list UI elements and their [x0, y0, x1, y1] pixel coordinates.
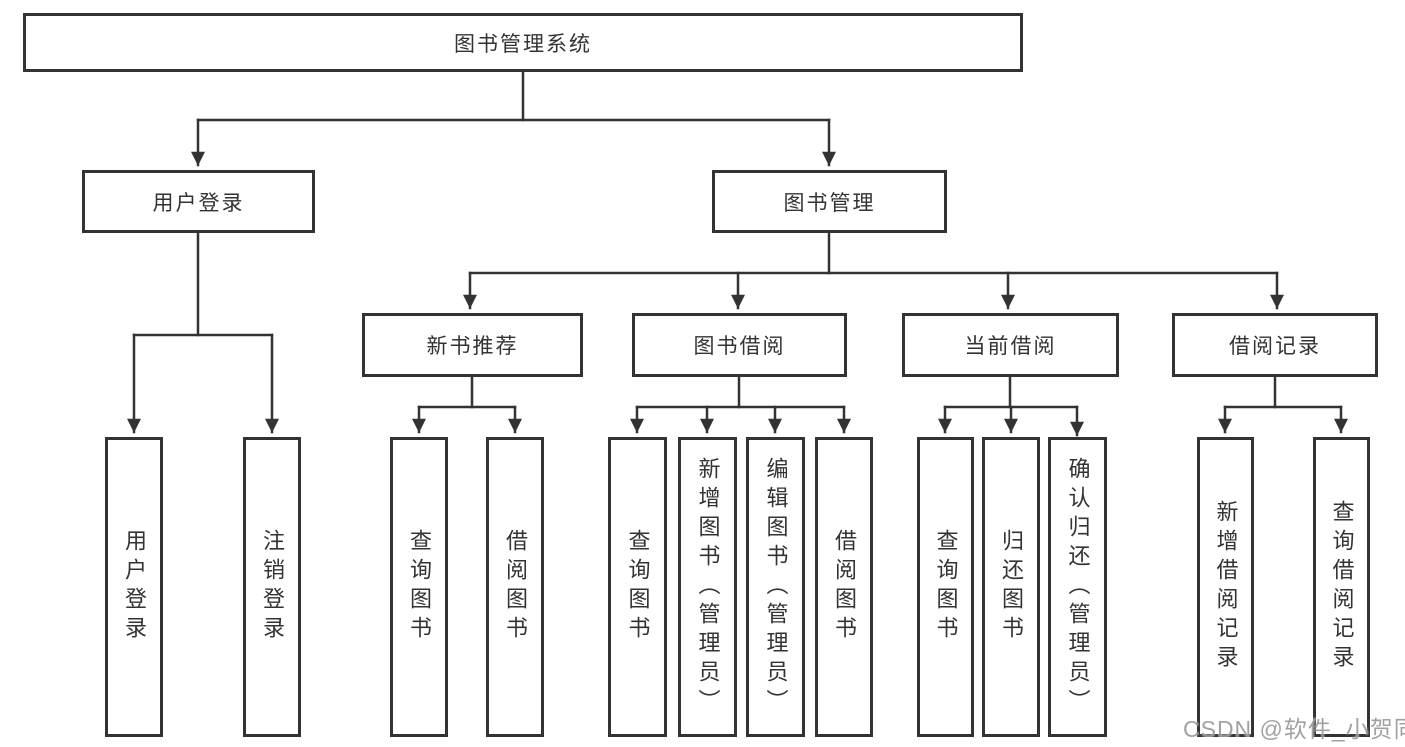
leaf-query-books-borrow: 查询图书	[608, 437, 667, 737]
csdn-watermark: CSDN @软件_小贺同学	[1183, 716, 1405, 742]
leaf-query-books-current: 查询图书	[917, 437, 974, 737]
node-new-book-recommend: 新书推荐	[362, 313, 583, 377]
node-root: 图书管理系统	[23, 13, 1023, 72]
leaf-borrow-books-label: 借阅图书	[832, 529, 857, 645]
leaf-query-borrow-record: 查询借阅记录	[1313, 437, 1370, 737]
node-root-label: 图书管理系统	[454, 32, 592, 56]
node-user-login: 用户登录	[82, 170, 315, 233]
node-borrow-records: 借阅记录	[1172, 313, 1378, 377]
leaf-add-books-admin-label: 新增图书（管理员）	[695, 456, 721, 718]
node-book-borrow: 图书借阅	[632, 313, 847, 377]
leaf-return-books: 归还图书	[982, 437, 1040, 737]
leaf-query-borrow-record-label: 查询借阅记录	[1329, 500, 1355, 674]
leaf-add-books-admin: 新增图书（管理员）	[678, 437, 737, 737]
node-borrow-records-label: 借阅记录	[1229, 335, 1321, 358]
node-user-login-label: 用户登录	[152, 191, 245, 215]
leaf-return-books-label: 归还图书	[999, 529, 1024, 645]
leaf-query-books-current-label: 查询图书	[933, 529, 959, 645]
node-book-borrow-label: 图书借阅	[693, 335, 786, 358]
leaf-edit-books-admin-label: 编辑图书（管理员）	[763, 456, 789, 718]
leaf-borrow-books-recommend: 借阅图书	[486, 437, 544, 737]
leaf-add-borrow-record-label: 新增借阅记录	[1213, 500, 1239, 674]
leaf-user-login: 用户登录	[105, 437, 163, 737]
node-book-management: 图书管理	[712, 170, 947, 233]
leaf-confirm-return-admin: 确认归还（管理员）	[1048, 437, 1107, 737]
node-book-management-label: 图书管理	[783, 191, 876, 215]
leaf-edit-books-admin: 编辑图书（管理员）	[746, 437, 805, 737]
leaf-logout: 注销登录	[243, 437, 301, 737]
leaf-logout-label: 注销登录	[260, 529, 285, 645]
leaf-user-login-label: 用户登录	[122, 529, 147, 645]
leaf-query-books-borrow-label: 查询图书	[625, 529, 651, 645]
leaf-query-books-recommend-label: 查询图书	[407, 529, 432, 645]
leaf-confirm-return-admin-label: 确认归还（管理员）	[1065, 456, 1091, 718]
leaf-add-borrow-record: 新增借阅记录	[1197, 437, 1254, 737]
leaf-query-books-recommend: 查询图书	[390, 437, 448, 737]
leaf-borrow-books: 借阅图书	[815, 437, 873, 737]
leaf-borrow-books-recommend-label: 借阅图书	[503, 529, 528, 645]
node-current-borrow-label: 当前借阅	[964, 335, 1057, 358]
node-current-borrow: 当前借阅	[902, 313, 1119, 377]
node-new-book-recommend-label: 新书推荐	[426, 335, 519, 358]
